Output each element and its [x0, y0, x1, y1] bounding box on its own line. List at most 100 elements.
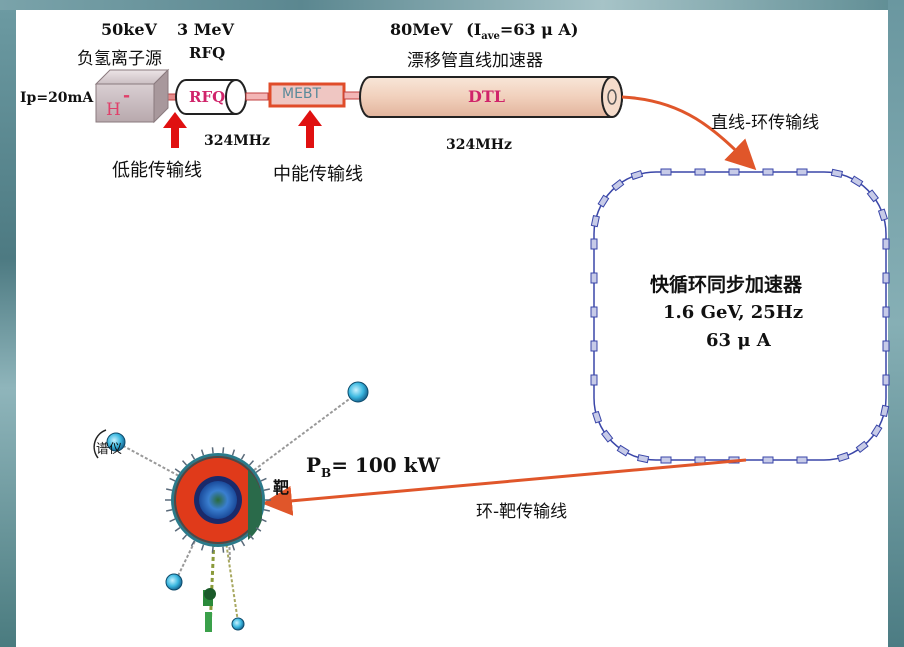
- target-tick: [169, 518, 176, 523]
- ring-magnet: [660, 456, 672, 464]
- rfq-label: RFQ: [189, 88, 226, 106]
- target-power: PB= 100 kW: [306, 453, 440, 480]
- ring-magnets: [590, 168, 890, 464]
- ring-current: 63 μ A: [706, 330, 771, 351]
- ring-magnet: [882, 238, 890, 250]
- ring-magnet: [590, 340, 598, 352]
- target-tick: [255, 468, 262, 473]
- target-tick: [169, 477, 176, 482]
- ring-magnet: [762, 456, 774, 464]
- mebt-line-label: 中能传输线: [273, 164, 363, 185]
- target-power-prefix: P: [306, 453, 322, 477]
- ring-magnet: [762, 168, 774, 176]
- target-tick: [263, 509, 270, 512]
- ring-magnet: [597, 194, 610, 208]
- ring-magnet: [637, 454, 650, 464]
- instrument-lower-green-2: [205, 612, 212, 632]
- ring-magnet: [694, 456, 706, 464]
- background-strip-left: [0, 0, 16, 647]
- rfq-name: RFQ: [189, 44, 226, 62]
- dtl-current-close: =63 μ A): [499, 20, 579, 39]
- ring-magnet: [796, 456, 808, 464]
- target-tick: [231, 449, 236, 456]
- target-tick: [260, 477, 267, 482]
- spectrometer-ball: [106, 432, 126, 452]
- ring-magnet: [590, 306, 598, 318]
- dtl-current-open: (I: [466, 20, 482, 39]
- ring-magnet: [590, 238, 598, 250]
- ring-magnet: [866, 189, 880, 203]
- ring-name: 快循环同步加速器: [650, 274, 803, 296]
- target-power-value: = 100 kW: [331, 453, 440, 477]
- ring-params: 1.6 GeV, 25Hz: [663, 302, 804, 323]
- background-strip-top: [0, 0, 904, 10]
- background-strip-right: [888, 0, 904, 647]
- ring-target-line-label: 环-靶传输线: [476, 502, 568, 522]
- target-tick: [166, 509, 173, 512]
- target-tick: [231, 544, 236, 551]
- ring-magnet: [660, 168, 672, 176]
- beamline-rfq-mebt: [245, 92, 269, 101]
- ring-magnet: [694, 168, 706, 176]
- ring-magnet: [855, 440, 869, 454]
- target-tick: [240, 453, 246, 460]
- ring-magnet: [830, 168, 843, 178]
- target-tick: [190, 453, 196, 460]
- ring-magnet: [616, 444, 630, 457]
- mebt-label: MEBT: [282, 86, 322, 102]
- ring-magnet: [880, 404, 890, 417]
- ring-magnet: [590, 374, 598, 386]
- ion-symbol: H: [106, 100, 121, 120]
- spectrometer-arc: [93, 429, 107, 459]
- rfq-energy: 3 MeV: [177, 20, 235, 39]
- ring-magnet: [882, 340, 890, 352]
- ring-magnet: [850, 175, 864, 188]
- ring-magnet: [882, 272, 890, 284]
- lebt-arrow: [163, 112, 187, 148]
- source-name: 负氢离子源: [77, 49, 162, 69]
- target-tick: [166, 488, 173, 491]
- instrument-ball-upper-right: [347, 381, 369, 403]
- ring-magnet: [882, 306, 890, 318]
- linac-ring-line-label: 直线-环传输线: [711, 113, 820, 133]
- ion-source-box: [94, 68, 170, 124]
- dtl-current-sub: ave: [481, 31, 500, 43]
- spectrometer-label: 谱仪: [96, 442, 123, 457]
- target-tick: [222, 447, 225, 454]
- target-tick: [190, 540, 196, 547]
- dtl-energy-current: 80MeV (Iave=63 μ A): [390, 20, 578, 42]
- target-tick: [211, 546, 214, 553]
- target-tick: [263, 488, 270, 491]
- source-energy: 50keV: [101, 20, 157, 39]
- ring-magnet: [600, 429, 614, 443]
- dtl-label: DTL: [468, 87, 506, 106]
- target-tick: [240, 540, 246, 547]
- dtl-frequency: 324MHz: [446, 137, 512, 153]
- target-tick: [255, 527, 262, 532]
- ring-magnet: [611, 178, 625, 192]
- lebt-label: 低能传输线: [112, 160, 202, 181]
- target-label: 靶: [273, 478, 290, 497]
- dtl-name: 漂移管直线加速器: [407, 51, 543, 71]
- ring-magnet: [882, 374, 890, 386]
- rfq-frequency: 324MHz: [204, 133, 270, 149]
- ring-magnet: [796, 168, 808, 176]
- target-tick: [260, 518, 267, 523]
- ring-magnet: [630, 170, 644, 181]
- instrument-ball-lower-right: [231, 617, 245, 631]
- mebt-line-arrow: [298, 110, 322, 148]
- dtl-energy: 80MeV: [390, 20, 453, 39]
- ring-magnet: [592, 410, 603, 424]
- ring-magnet: [836, 451, 850, 462]
- target-tick: [200, 544, 205, 551]
- target-tick: [174, 527, 181, 532]
- target-tick: [222, 546, 225, 553]
- target-station: [165, 447, 271, 553]
- ring-magnet: [728, 168, 740, 176]
- ring-magnet: [590, 215, 600, 228]
- target-tick: [211, 447, 214, 454]
- ring-magnet: [877, 208, 888, 222]
- target-tick: [200, 449, 205, 456]
- target-tick: [174, 468, 181, 473]
